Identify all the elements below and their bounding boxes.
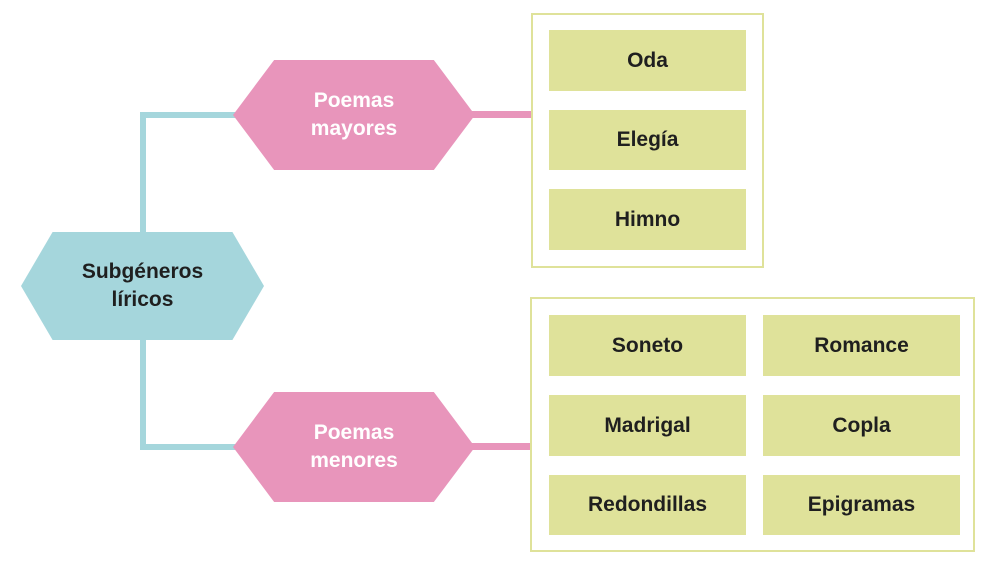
item-label: Epigramas <box>807 493 916 516</box>
trunk-to-mayores-line <box>140 112 238 118</box>
item-box-copla: Copla <box>763 395 960 456</box>
item-label: Romance <box>814 333 909 357</box>
trunk-line-top <box>140 112 146 234</box>
item-box-madrigal: Madrigal <box>549 395 746 456</box>
item-label: Copla <box>832 413 891 437</box>
root-node-label: Subgéneros líricos <box>81 260 204 311</box>
item-box-romance: Romance <box>763 315 960 376</box>
item-box-redondillas: Redondillas <box>549 475 746 535</box>
mayores-to-group-line <box>472 111 532 118</box>
branch-node-label: Poemas menores <box>310 421 398 472</box>
item-box-epigramas: Epigramas <box>763 475 960 535</box>
branch-node-poemas-menores: Poemas menores <box>233 392 475 502</box>
item-box-himno: Himno <box>549 189 746 250</box>
item-label: Himno <box>614 207 681 231</box>
item-label: Oda <box>627 48 668 72</box>
trunk-line-bottom <box>140 338 146 450</box>
menores-to-group-line <box>472 443 532 450</box>
branch-node-label: Poemas mayores <box>310 89 398 140</box>
item-label: Elegía <box>616 128 679 151</box>
item-label: Soneto <box>611 333 684 357</box>
item-box-oda: Oda <box>549 30 746 91</box>
trunk-to-menores-line <box>140 444 238 450</box>
item-label: Madrigal <box>604 413 691 437</box>
root-node-subgeneros-liricos: Subgéneros líricos <box>21 232 264 340</box>
item-label: Redondillas <box>587 493 708 516</box>
item-box-soneto: Soneto <box>549 315 746 376</box>
branch-node-poemas-mayores: Poemas mayores <box>233 60 475 170</box>
item-box-elegia: Elegía <box>549 110 746 170</box>
